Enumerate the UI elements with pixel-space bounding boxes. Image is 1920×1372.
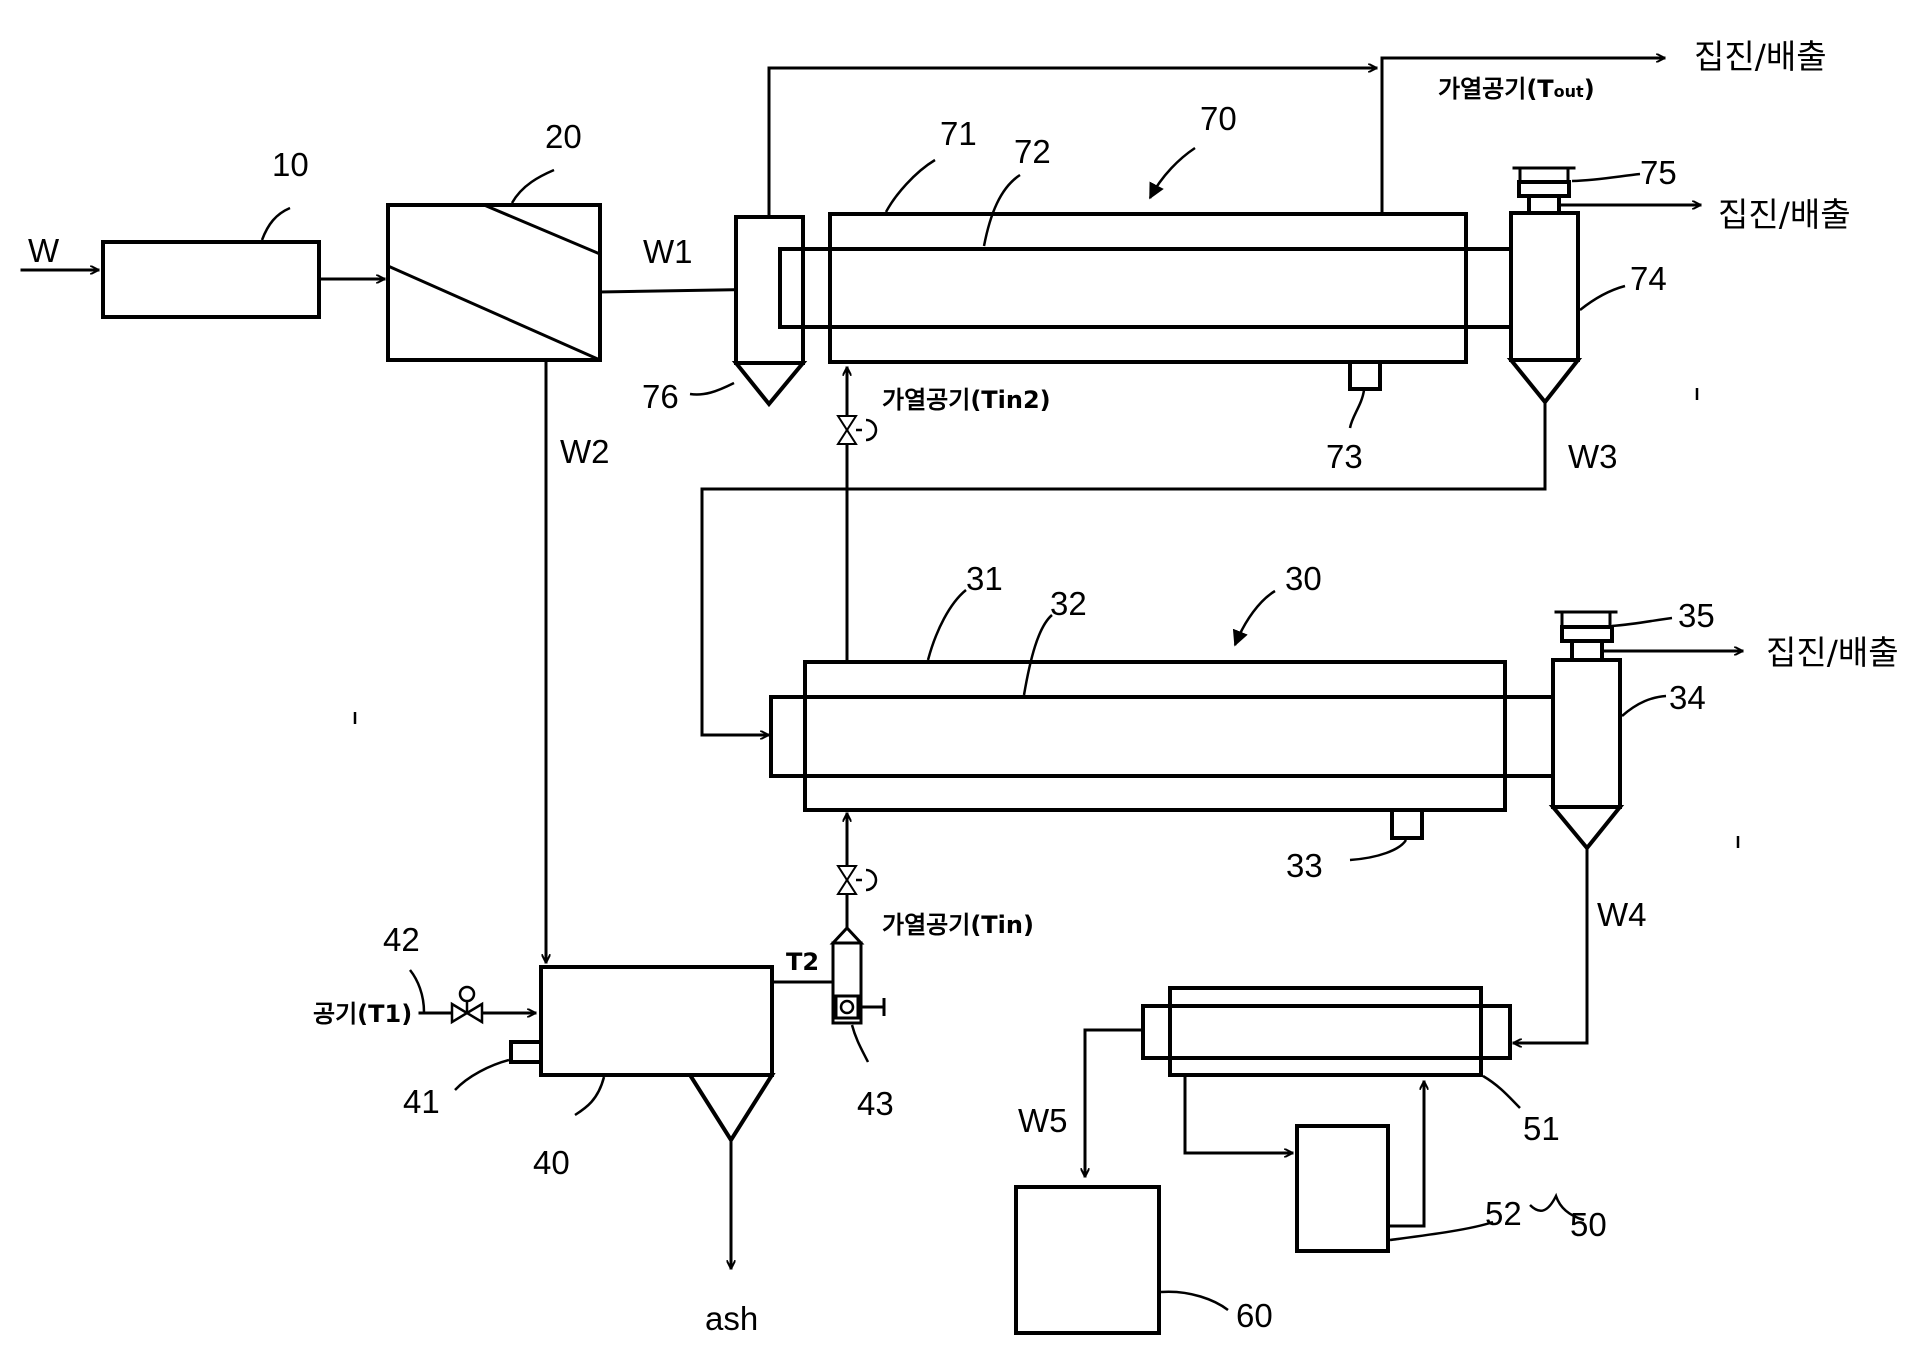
label-40: 40 [533, 1144, 570, 1181]
air-t1-label: 공기(T1) [313, 1000, 412, 1028]
label-34: 34 [1669, 679, 1706, 716]
label-35: 35 [1678, 597, 1715, 634]
unit-75-flange [1517, 180, 1571, 198]
t2-label: T2 [786, 948, 819, 976]
unit-43-blower-icon [829, 925, 886, 1025]
dust-out-top-label: 집진/배출 [1694, 37, 1827, 76]
leader-31 [926, 589, 967, 661]
label-42: 42 [383, 921, 420, 958]
unit-20-diagonal-1 [482, 203, 602, 256]
coolant-return-line [1386, 1080, 1424, 1228]
leader-52 [1389, 1220, 1494, 1242]
leader-41 [454, 1058, 510, 1091]
unit-35-flange [1560, 625, 1614, 643]
label-76: 76 [642, 378, 679, 415]
exhaust-line-76 [767, 68, 1378, 219]
stream-label-w: W [28, 232, 60, 269]
stream-label-w3: W3 [1568, 438, 1618, 475]
leader-60 [1160, 1290, 1229, 1311]
unit-20-separator-box [386, 203, 602, 362]
unit-41-burner-port [509, 1040, 543, 1064]
stream-label-w4: W4 [1597, 896, 1647, 933]
stream-label-w2: W2 [560, 433, 610, 470]
unit-73-port [1348, 360, 1382, 391]
flow-w3-line [700, 400, 1547, 735]
label-52: 52 [1485, 1195, 1522, 1232]
label-20: 20 [545, 118, 582, 155]
label-43: 43 [857, 1085, 894, 1122]
leader-75 [1571, 172, 1641, 183]
heated-air-tin2-label: 가열공기(Tin2) [882, 386, 1051, 414]
leader-35 [1611, 616, 1673, 628]
unit-52-chiller-box [1295, 1124, 1390, 1253]
leader-10 [260, 206, 291, 241]
leader-74 [1579, 284, 1626, 311]
unit-74-outlet-hopper [1509, 211, 1580, 362]
heated-air-tout-label: 가열공기(Tout) [1438, 75, 1595, 103]
label-60: 60 [1236, 1297, 1273, 1334]
leader-42 [409, 969, 426, 1013]
exhaust-line-top [1380, 58, 1666, 214]
label-10: 10 [272, 146, 309, 183]
leader-76 [689, 381, 735, 396]
unit-40-furnace-box [539, 965, 774, 1077]
unit-51-inner-tube [1141, 1004, 1512, 1060]
label-30: 30 [1285, 560, 1322, 597]
label-33: 33 [1286, 847, 1323, 884]
valve-tin-icon [836, 865, 878, 895]
unit-51-cooler-shell [1168, 986, 1483, 1077]
label-32: 32 [1050, 585, 1087, 622]
leader-70-arrow [1148, 146, 1196, 200]
unit-40-ash-cone [686, 1073, 776, 1144]
leader-40 [574, 1076, 606, 1117]
coolant-to-52-line [1183, 1073, 1294, 1153]
unit-20-diagonal-2 [386, 264, 602, 362]
unit-76-hopper-cone [731, 361, 808, 408]
leader-30-arrow [1232, 589, 1276, 647]
label-51: 51 [1523, 1110, 1560, 1147]
label-73: 73 [1326, 438, 1363, 475]
leader-43 [850, 1024, 870, 1063]
unit-74-hopper-cone [1506, 358, 1583, 406]
stream-label-w5: W5 [1018, 1102, 1068, 1139]
label-50: 50 [1570, 1206, 1607, 1243]
leader-51 [1482, 1074, 1521, 1109]
leader-34 [1621, 694, 1667, 717]
ash-label: ash [705, 1300, 758, 1337]
dust-out-75-label: 집진/배출 [1718, 195, 1851, 234]
leader-72 [982, 173, 1021, 247]
leader-32 [1022, 614, 1053, 696]
valve-42-icon [450, 985, 484, 1025]
label-41: 41 [403, 1083, 440, 1120]
unit-33-port [1390, 808, 1424, 840]
unit-71-outer-shell [828, 212, 1468, 364]
dust-out-35-label: 집진/배출 [1766, 633, 1899, 672]
leader-20 [510, 168, 555, 204]
label-31: 31 [966, 560, 1003, 597]
heated-air-tin-label: 가열공기(Tin) [882, 911, 1034, 939]
unit-31-outer-shell [803, 660, 1507, 812]
label-71: 71 [940, 115, 977, 152]
label-75: 75 [1640, 154, 1677, 191]
label-74: 74 [1630, 260, 1667, 297]
leader-71 [884, 158, 936, 213]
flow-w4-line [1512, 846, 1589, 1043]
valve-tin2-icon [836, 415, 878, 445]
unit-76-inlet-hopper [734, 215, 805, 365]
unit-34-hopper-cone [1548, 805, 1625, 852]
unit-34-outlet-hopper [1551, 658, 1622, 809]
label-72: 72 [1014, 133, 1051, 170]
unit-75-neck [1527, 194, 1561, 215]
unit-35-neck [1570, 639, 1604, 662]
unit-10-box [101, 240, 321, 319]
stream-label-w1: W1 [643, 233, 693, 270]
leader-33 [1349, 839, 1408, 862]
unit-60-storage-box [1014, 1185, 1161, 1335]
flow-w5-line [1085, 1028, 1145, 1178]
label-70: 70 [1200, 100, 1237, 137]
bracket-50 [1529, 1192, 1585, 1222]
leader-73 [1348, 389, 1366, 429]
